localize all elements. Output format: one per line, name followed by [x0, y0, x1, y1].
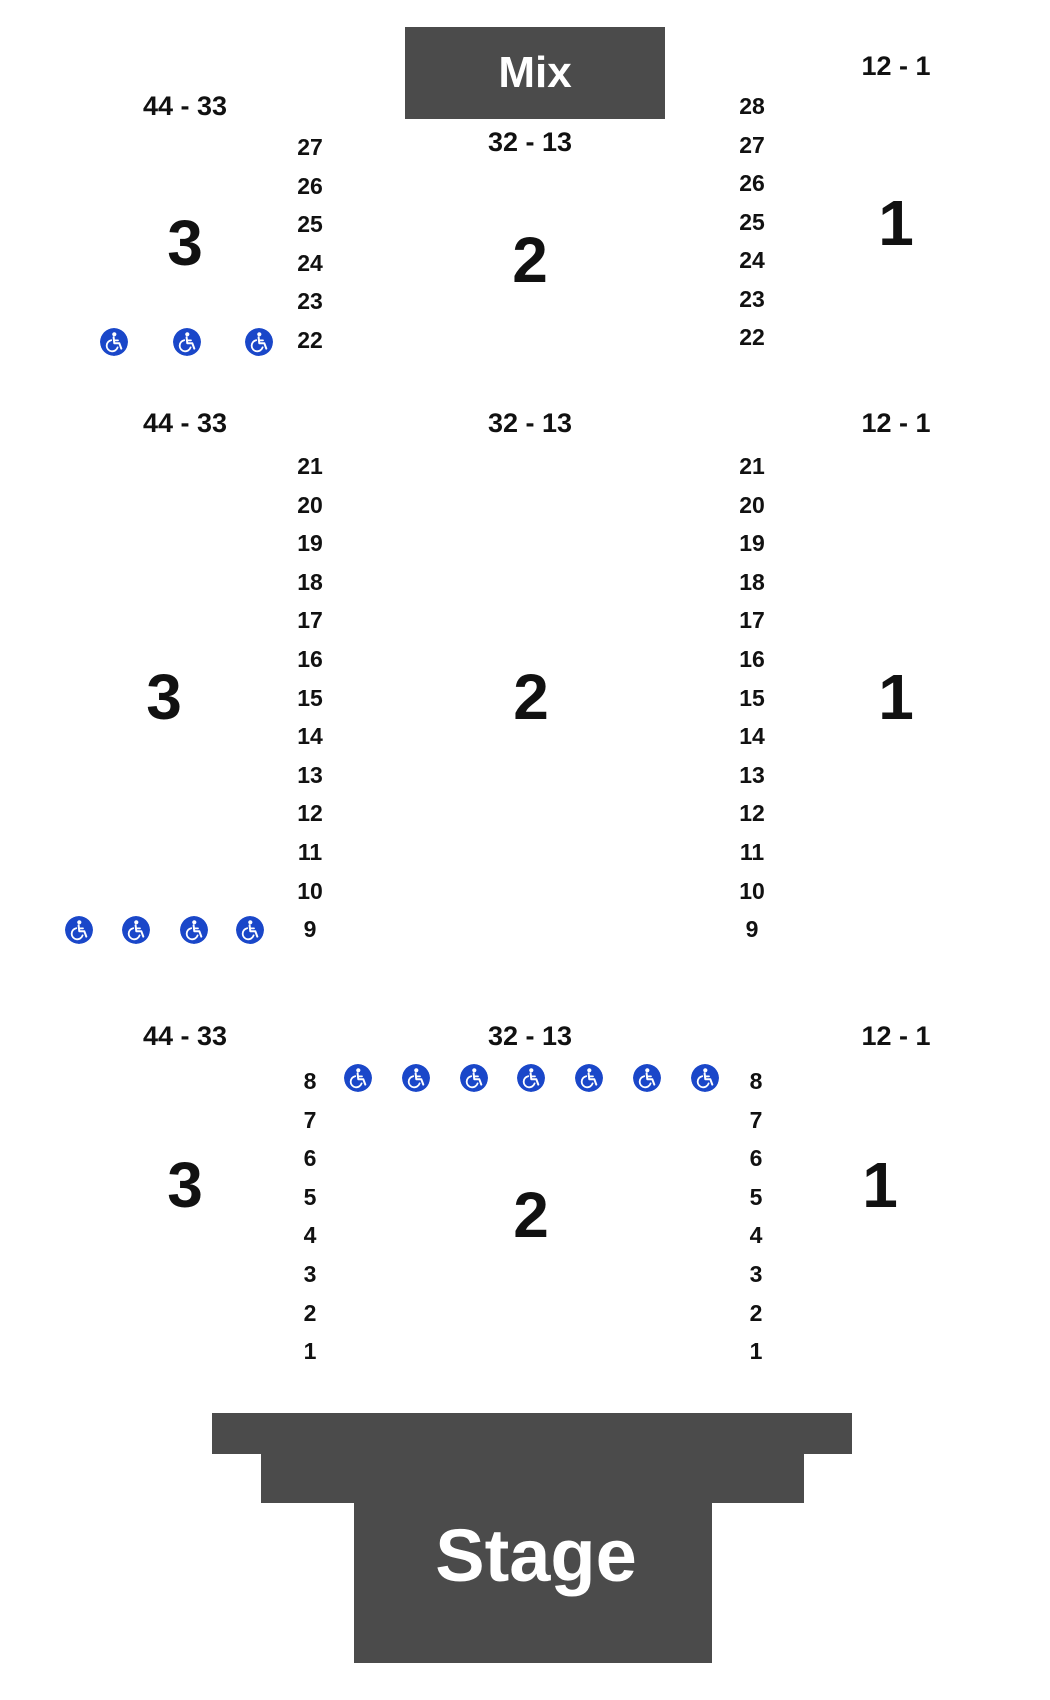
row-label: 8: [303, 1068, 317, 1094]
row-label: 1: [303, 1338, 317, 1365]
row-label: 5: [303, 1183, 317, 1210]
row-label: 21: [297, 453, 323, 479]
row-label: 8: [749, 1068, 763, 1094]
row-label: 24: [739, 247, 765, 273]
stage-middle-tier: [261, 1453, 804, 1503]
row-label: 23: [297, 288, 323, 314]
row-label: 20: [297, 491, 323, 518]
row-label: 26: [739, 170, 765, 196]
wheelchair-accessible-icon[interactable]: [245, 328, 273, 356]
stage-label: Stage: [435, 1513, 637, 1597]
row-label: 9: [745, 916, 759, 943]
wheelchair-accessible-icon[interactable]: [575, 1064, 603, 1092]
row-label: 2: [749, 1299, 763, 1326]
row-label: 14: [739, 723, 765, 750]
wheelchair-accessible-icon[interactable]: [691, 1064, 719, 1092]
row-label: 17: [739, 607, 765, 634]
wheelchair-accessible-icon[interactable]: [344, 1064, 372, 1092]
row-label: 11: [297, 839, 323, 865]
row-label: 3: [303, 1261, 317, 1287]
seat-range-center: 32 - 13: [487, 408, 573, 438]
mix-label: Mix: [498, 48, 572, 97]
section-3-label[interactable]: 3: [167, 207, 203, 279]
row-label: 18: [739, 568, 765, 595]
seat-range-left: 44 - 33: [142, 408, 228, 438]
section-2-label[interactable]: 2: [512, 224, 548, 296]
row-label: 7: [749, 1106, 763, 1133]
row-label: 28: [739, 93, 765, 119]
wheelchair-accessible-icon[interactable]: [460, 1064, 488, 1092]
seat-range-center: 32 - 13: [487, 127, 573, 157]
row-label: 27: [739, 131, 765, 158]
seat-range-right: 12 - 1: [861, 51, 931, 81]
row-label: 22: [739, 324, 765, 350]
row-label: 13: [739, 761, 765, 788]
row-label: 25: [739, 208, 765, 235]
row-label: 4: [303, 1222, 317, 1249]
wheelchair-accessible-icon[interactable]: [173, 328, 201, 356]
seat-range-left: 44 - 33: [142, 1021, 228, 1051]
row-label: 6: [303, 1145, 317, 1172]
row-label: 7: [303, 1106, 317, 1133]
seat-range-right: 12 - 1: [861, 408, 931, 438]
stage-back-tier: [354, 1502, 712, 1663]
row-label: 18: [297, 568, 323, 595]
seat-range-left: 44 - 33: [142, 91, 228, 121]
wheelchair-accessible-icon[interactable]: [402, 1064, 430, 1092]
row-label: 2: [303, 1299, 317, 1326]
wheelchair-accessible-icon[interactable]: [122, 916, 150, 944]
row-label: 19: [297, 530, 323, 557]
row-label: 15: [297, 684, 323, 711]
row-label: 23: [739, 285, 765, 312]
row-label: 3: [749, 1261, 763, 1287]
stage-front-apron: [212, 1413, 852, 1454]
section-2-label[interactable]: 2: [513, 661, 549, 733]
row-label: 15: [739, 684, 765, 711]
mix-booth[interactable]: Mix: [405, 27, 665, 119]
section-3-label[interactable]: 3: [167, 1149, 203, 1221]
row-label: 19: [739, 530, 765, 557]
row-label: 16: [739, 646, 765, 672]
row-label: 27: [297, 134, 323, 160]
row-label: 4: [749, 1222, 763, 1249]
row-label: 20: [739, 491, 765, 518]
section-1-label[interactable]: 1: [862, 1149, 898, 1221]
row-label: 24: [297, 249, 323, 276]
row-label: 1: [749, 1338, 763, 1365]
row-label: 9: [303, 916, 317, 943]
section-1-label[interactable]: 1: [878, 661, 914, 733]
row-label: 22: [297, 326, 323, 353]
wheelchair-accessible-icon[interactable]: [180, 916, 208, 944]
row-label: 12: [297, 800, 323, 827]
row-label: 11: [739, 839, 765, 865]
wheelchair-accessible-icon[interactable]: [517, 1064, 545, 1092]
section-2-label[interactable]: 2: [513, 1179, 549, 1251]
row-label: 10: [297, 877, 323, 904]
row-label: 26: [297, 172, 323, 199]
section-3-label[interactable]: 3: [146, 661, 182, 733]
row-label: 13: [297, 761, 323, 788]
row-label: 14: [297, 723, 323, 750]
seat-range-right: 12 - 1: [861, 1021, 931, 1051]
row-label: 12: [739, 800, 765, 827]
row-label: 6: [749, 1145, 763, 1172]
row-label: 17: [297, 607, 323, 634]
wheelchair-accessible-icon[interactable]: [633, 1064, 661, 1092]
row-label: 16: [297, 646, 323, 672]
row-label: 10: [739, 877, 765, 904]
wheelchair-accessible-icon[interactable]: [65, 916, 93, 944]
seat-range-center: 32 - 13: [487, 1021, 573, 1051]
row-label: 5: [749, 1183, 763, 1210]
wheelchair-accessible-icon[interactable]: [236, 916, 264, 944]
section-1-label[interactable]: 1: [878, 187, 914, 259]
row-label: 25: [297, 211, 323, 237]
row-label: 21: [739, 453, 765, 479]
wheelchair-accessible-icon[interactable]: [100, 328, 128, 356]
